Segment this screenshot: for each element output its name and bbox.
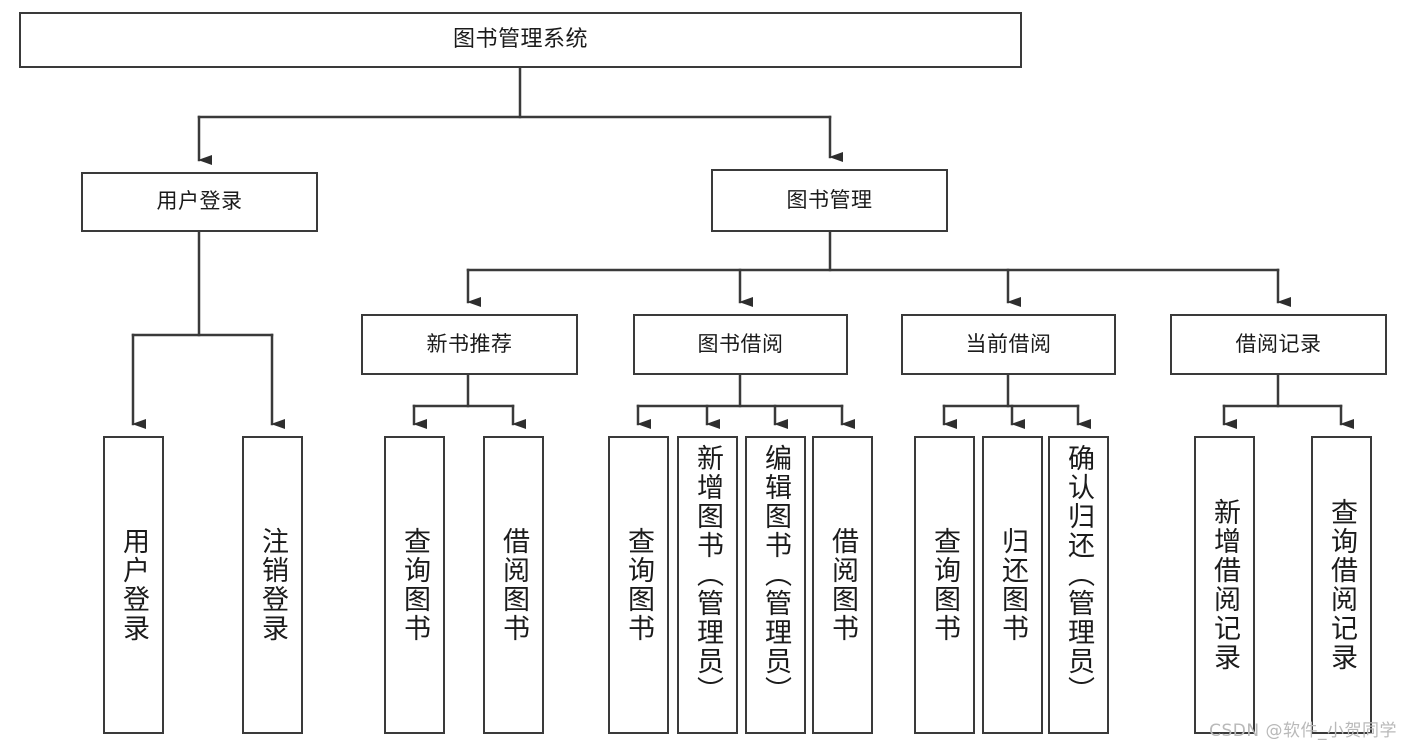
node-label: 新书推荐 [426,331,513,356]
node-book-borrow[interactable]: 图书借阅 [633,314,848,375]
node-label: 借阅图书 [498,527,529,643]
leaf-return-book[interactable]: 归还图书 [982,436,1043,734]
leaf-query-book-book-borrow[interactable]: 查询图书 [608,436,669,734]
node-label: 图书管理 [786,187,873,212]
node-current-borrow[interactable]: 当前借阅 [901,314,1116,375]
leaf-user-login[interactable]: 用户登录 [103,436,164,734]
node-label: 借阅图书 [827,527,858,643]
node-label: 归还图书 [997,527,1028,643]
node-label: 查询图书 [399,527,430,643]
node-label: 新增借阅记录 [1209,498,1240,672]
node-label: 图书借阅 [697,331,784,356]
leaf-edit-book[interactable]: 编辑图书（管理员） [745,436,806,734]
node-label: 图书管理系统 [452,26,588,52]
node-label: 查询借阅记录 [1326,498,1357,672]
leaf-add-borrow-record[interactable]: 新增借阅记录 [1194,436,1255,734]
node-label: 注销登录 [257,527,288,643]
leaf-query-borrow-record[interactable]: 查询借阅记录 [1311,436,1372,734]
leaf-query-book-current-borrow[interactable]: 查询图书 [914,436,975,734]
node-new-book-recommend[interactable]: 新书推荐 [361,314,578,375]
node-label: 用户登录 [156,189,243,214]
node-borrow-record[interactable]: 借阅记录 [1170,314,1387,375]
node-label: 借阅记录 [1235,331,1322,356]
node-user-login[interactable]: 用户登录 [81,172,318,232]
leaf-add-book[interactable]: 新增图书（管理员） [677,436,738,734]
node-label: 编辑图书（管理员） [760,444,791,705]
leaf-borrow-book-new-book-recommend[interactable]: 借阅图书 [483,436,544,734]
node-label: 用户登录 [118,527,149,643]
csdn-watermark: CSDN @软件_小贺同学 [1209,721,1397,741]
leaf-confirm-return[interactable]: 确认归还（管理员） [1048,436,1109,734]
leaf-logout-login[interactable]: 注销登录 [242,436,303,734]
node-label: 查询图书 [623,527,654,643]
node-label: 查询图书 [929,527,960,643]
leaf-borrow-book-book-borrow[interactable]: 借阅图书 [812,436,873,734]
leaf-query-book-new-book-recommend[interactable]: 查询图书 [384,436,445,734]
node-label: 当前借阅 [965,331,1052,356]
node-label: 新增图书（管理员） [692,444,723,705]
node-root-book-management-system[interactable]: 图书管理系统 [19,12,1022,68]
node-book-management[interactable]: 图书管理 [711,169,948,232]
node-label: 确认归还（管理员） [1063,444,1094,705]
